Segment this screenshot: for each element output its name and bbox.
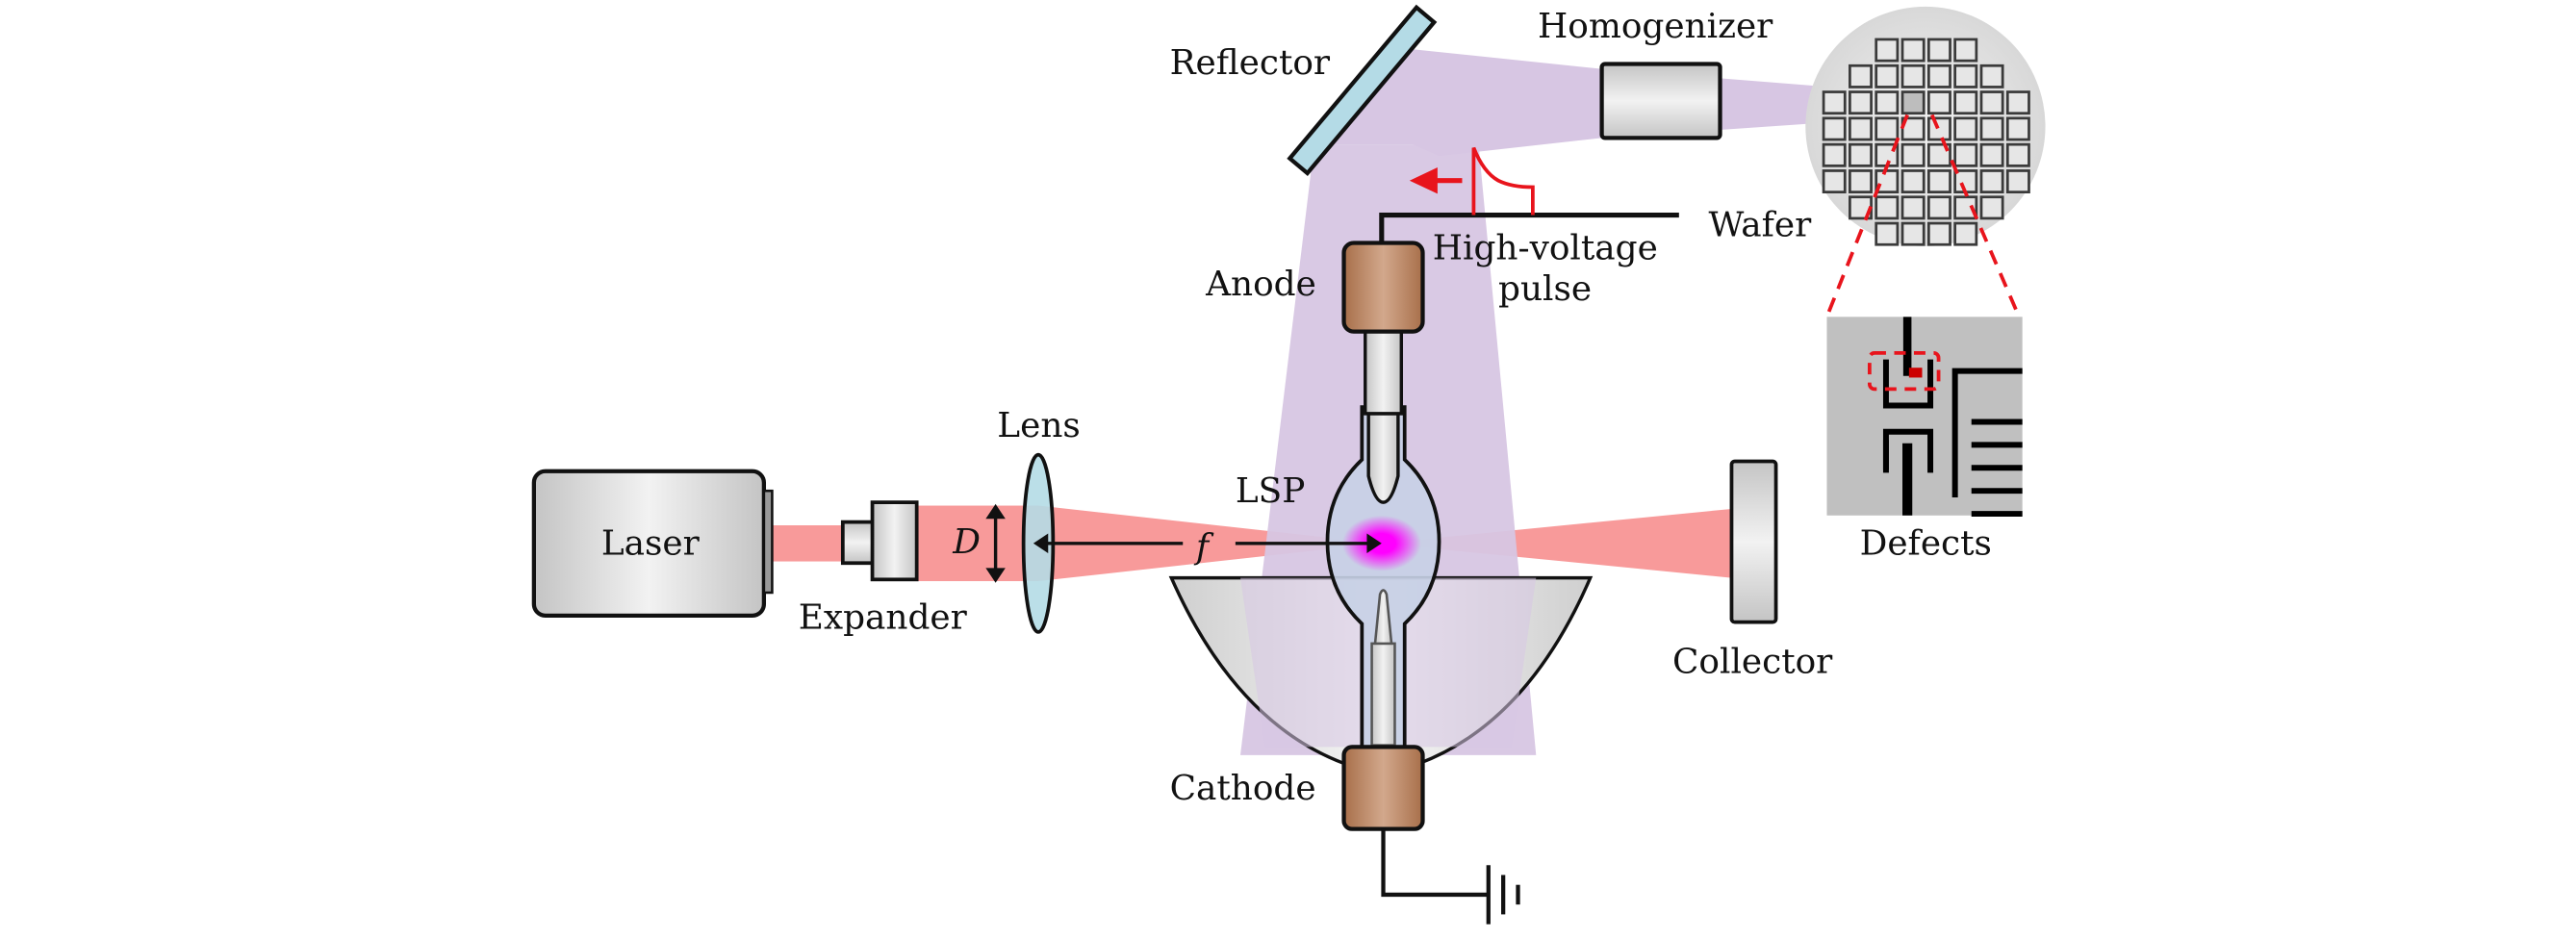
wafer-die — [1953, 90, 1978, 115]
wafer-die — [1900, 142, 1926, 167]
wafer-die — [1926, 38, 1951, 63]
collector-label: Collector — [1672, 643, 1833, 682]
anode-rod — [1364, 326, 1404, 416]
wafer-die — [1849, 116, 1873, 141]
wafer-die — [1849, 142, 1873, 167]
cathode — [1341, 745, 1425, 831]
wafer-die — [1849, 90, 1873, 115]
wafer-die — [1875, 90, 1900, 115]
wafer-die — [1926, 169, 1951, 194]
wafer-die — [1979, 63, 2004, 89]
cathode-tip — [1373, 589, 1393, 646]
focal-length-arrowhead-right — [1366, 533, 1382, 554]
wafer-die — [1822, 116, 1847, 141]
cathode-label: Cathode — [1170, 769, 1316, 808]
homogenizer-label: Homogenizer — [1538, 7, 1773, 46]
laser-beam-expanded — [913, 505, 1038, 582]
expander-large — [870, 500, 919, 582]
hv-label-line1: High-voltage — [1433, 229, 1658, 268]
wafer-die — [1979, 116, 2004, 141]
wafer-die — [1953, 38, 1978, 63]
anode-label: Anode — [1205, 265, 1316, 304]
wafer-die — [1900, 195, 1926, 220]
wafer-die — [1953, 195, 1978, 220]
wafer-label: Wafer — [1709, 206, 1813, 245]
wafer-die — [1849, 63, 1873, 89]
laser-label: Laser — [601, 524, 701, 564]
wafer-die — [1979, 195, 2004, 220]
wafer-die — [1822, 90, 1847, 115]
wafer-die — [1926, 90, 1951, 115]
wafer-dies — [1822, 38, 2030, 246]
hv-label-line2: pulse — [1498, 269, 1592, 309]
wafer-die — [1875, 38, 1900, 63]
zoom-line-right — [1930, 114, 2021, 318]
collector — [1729, 459, 1778, 624]
wafer-die — [2005, 142, 2030, 167]
wafer-die — [1926, 116, 1951, 141]
hv-pulse-arrow-head — [1409, 167, 1438, 194]
wafer-die — [1953, 116, 1978, 141]
ground-wire — [1381, 828, 1489, 898]
wafer-die — [1979, 142, 2004, 167]
expander-label: Expander — [799, 598, 968, 638]
wafer-die — [2005, 169, 2030, 194]
wafer-die — [1900, 116, 1926, 141]
wafer-die — [1822, 169, 1847, 194]
laser-aperture — [762, 489, 774, 595]
beam-diameter-arrowhead-top — [985, 503, 1006, 520]
cathode-rod — [1370, 642, 1396, 747]
anode-tip — [1366, 412, 1400, 504]
wafer-die — [1849, 169, 1873, 194]
reflector-label: Reflector — [1170, 43, 1331, 83]
wafer-die — [1953, 221, 1978, 246]
defect-highlight-box — [1867, 350, 1941, 392]
wafer-die — [1979, 90, 2004, 115]
wafer-die — [1875, 221, 1900, 246]
lens-label: Lens — [997, 406, 1080, 445]
wafer-die — [1900, 63, 1926, 89]
wafer-die — [1875, 116, 1900, 141]
laser-beam-narrow — [767, 525, 847, 562]
defects-inset — [1826, 317, 2023, 518]
wafer-die — [1926, 63, 1951, 89]
wafer-die — [1900, 38, 1926, 63]
wafer-die — [1926, 142, 1951, 167]
wafer-die — [1900, 169, 1926, 194]
zoom-line-left — [1824, 114, 1909, 318]
beam-diameter-label: D — [952, 522, 981, 562]
wafer-die — [1900, 221, 1926, 246]
homogenizer — [1599, 62, 1722, 140]
wafer-die — [1926, 195, 1951, 220]
defects-label: Defects — [1860, 524, 1992, 564]
wafer-die — [1979, 169, 2004, 194]
laser-beam-converging — [1037, 505, 1381, 582]
wafer-die — [2005, 90, 2030, 115]
wafer-die — [1875, 63, 1900, 89]
wafer-die — [1953, 142, 1978, 167]
hv-wire — [1379, 212, 1679, 243]
wafer-die — [1953, 63, 1978, 89]
wafer — [1805, 6, 2046, 246]
beam-diameter-arrowhead-bottom — [985, 568, 1006, 583]
defect-marker — [1908, 368, 1923, 378]
focal-length-arrowhead-left — [1033, 533, 1049, 554]
wafer-die — [1822, 142, 1847, 167]
wafer-die — [2005, 116, 2030, 141]
anode — [1341, 241, 1425, 334]
lsp-label: LSP — [1236, 471, 1305, 511]
wafer-die — [1926, 221, 1951, 246]
hv-pulse-waveform — [1471, 146, 1535, 216]
reflector — [1287, 4, 1438, 176]
wafer-die — [1900, 90, 1926, 115]
wafer-die — [1875, 195, 1900, 220]
laser-beam-diverging — [1380, 508, 1732, 578]
